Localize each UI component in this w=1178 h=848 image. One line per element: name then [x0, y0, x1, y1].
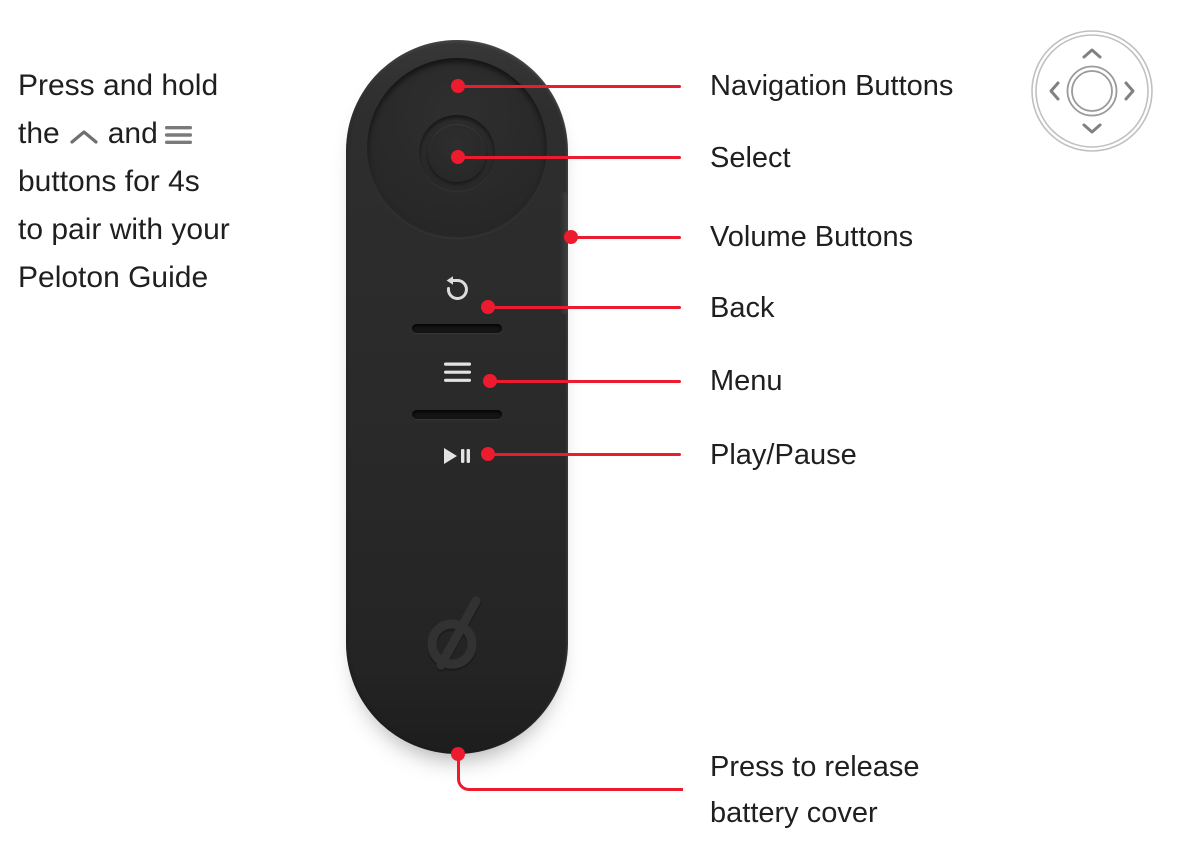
callout-label-battery: Press to release battery cover — [710, 744, 920, 836]
back-icon — [446, 276, 468, 300]
pairing-line-5: Peloton Guide — [18, 261, 209, 294]
callout-line-back — [488, 306, 681, 309]
callout-label-menu: Menu — [710, 365, 783, 397]
callout-line-volume — [571, 236, 681, 239]
groove-divider — [412, 410, 502, 419]
pairing-line-1: Press and hold — [18, 69, 219, 102]
remote-body — [346, 40, 568, 754]
callout-label-select: Select — [710, 142, 791, 174]
menu-lines-icon — [444, 362, 471, 382]
battery-label-line-2: battery cover — [710, 797, 878, 829]
volume-rocker — [560, 192, 568, 314]
chevron-up-icon — [70, 130, 98, 144]
callout-line-battery — [457, 757, 683, 791]
callout-label-volume: Volume Buttons — [710, 221, 914, 253]
callout-label-back: Back — [710, 292, 775, 324]
pairing-line-3: buttons for 4s — [18, 165, 200, 198]
pairing-line-2-pre: the — [18, 117, 60, 150]
callout-label-navigation: Navigation Buttons — [710, 70, 954, 102]
callout-line-select — [458, 156, 681, 159]
battery-label-line-1: Press to release — [710, 751, 920, 783]
pairing-line-2: the and — [18, 110, 348, 158]
callout-line-navigation — [458, 85, 681, 88]
directional-pad-icon — [1031, 30, 1153, 152]
groove-divider — [412, 324, 502, 333]
callout-line-menu — [490, 380, 681, 383]
pairing-instructions: Press and hold the and buttons for 4s to … — [18, 62, 348, 302]
menu-lines-icon — [164, 126, 192, 144]
peloton-logo — [427, 596, 481, 672]
pairing-line-4: to pair with your — [18, 213, 230, 246]
callout-label-play-pause: Play/Pause — [710, 439, 857, 471]
pairing-line-2-mid: and — [107, 117, 158, 150]
play-pause-icon — [444, 448, 470, 464]
callout-line-play-pause — [488, 453, 681, 456]
